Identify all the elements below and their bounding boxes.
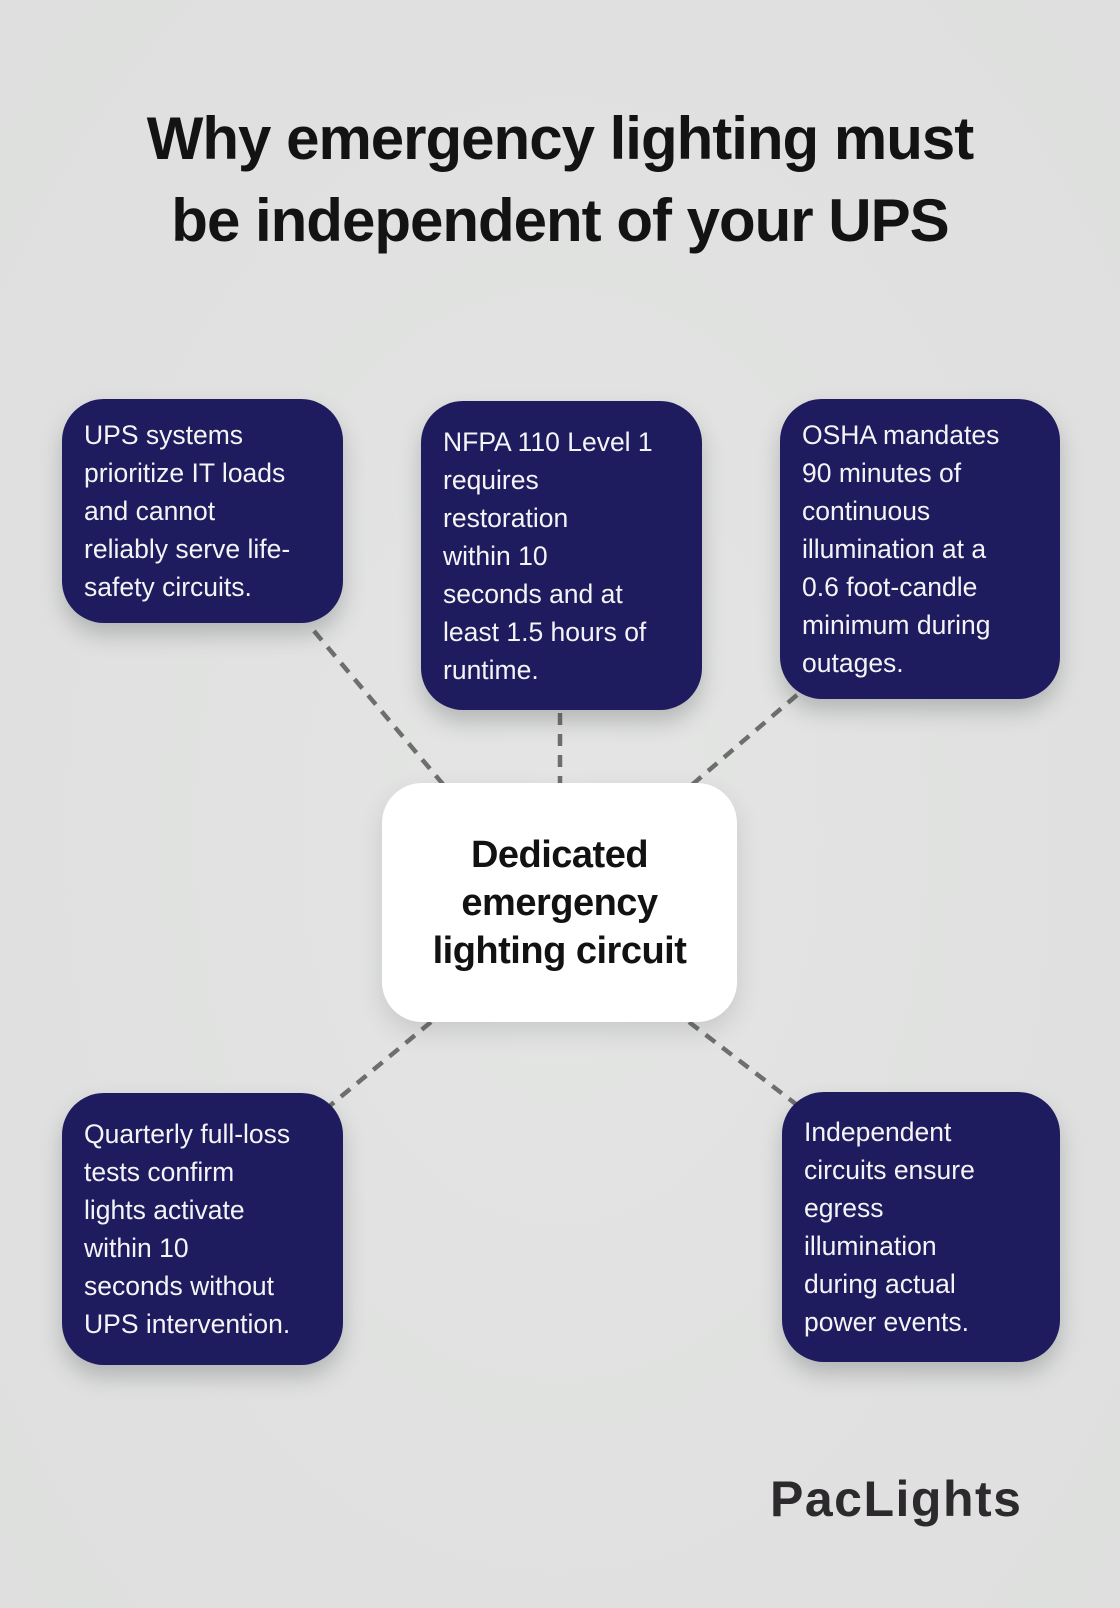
reason-text-quarterly-tests: Quarterly full-loss tests confirm lights… — [84, 1119, 291, 1339]
page-title: Why emergency lighting must be independe… — [146, 105, 974, 254]
reason-card-quarterly-tests: Quarterly full-loss tests confirm lights… — [62, 1093, 343, 1365]
connector-top-right — [685, 693, 799, 791]
reason-card-osha-mandate: OSHA mandates 90 minutes of continuous i… — [780, 399, 1060, 699]
connector-bottom-left — [324, 1020, 433, 1111]
center-node-card: Dedicated emergency lighting circuit — [382, 783, 737, 1022]
brand-logo: PacLights — [770, 1471, 1023, 1527]
reason-card-independent-circuits: Independent circuits ensure egress illum… — [782, 1092, 1060, 1362]
reason-text-osha-mandate: OSHA mandates 90 minutes of continuous i… — [802, 420, 1000, 678]
reason-text-independent-circuits: Independent circuits ensure egress illum… — [804, 1117, 975, 1337]
reason-text-ups-priority: UPS systems prioritize IT loads and cann… — [84, 420, 291, 602]
center-node-label: Dedicated emergency lighting circuit — [432, 833, 687, 972]
reason-text-nfpa-110: NFPA 110 Level 1 requires restoration wi… — [443, 426, 653, 685]
reason-card-nfpa-110: NFPA 110 Level 1 requires restoration wi… — [421, 401, 702, 710]
connector-bottom-right — [687, 1020, 803, 1110]
reason-card-ups-priority: UPS systems prioritize IT loads and cann… — [62, 399, 343, 623]
